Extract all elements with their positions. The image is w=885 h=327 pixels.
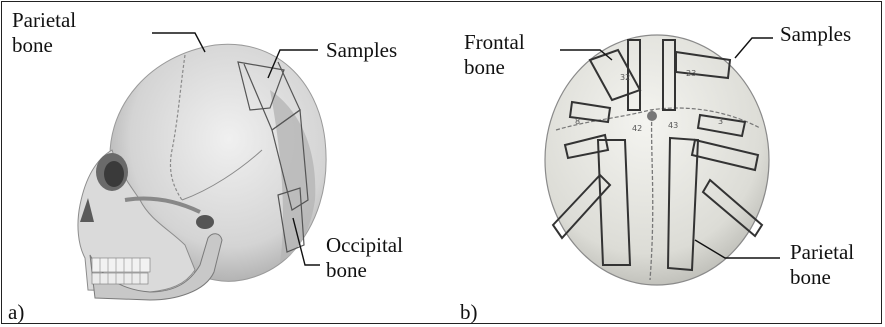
panel-b-letter: b) [460, 300, 478, 325]
parietal-bone-label-a: Parietal bone [12, 8, 76, 58]
samples-label-a: Samples [326, 38, 397, 63]
svg-text:42: 42 [632, 124, 642, 133]
parietal-bone-label-b: Parietal bone [790, 240, 854, 290]
panel-a-letter: a) [8, 300, 24, 325]
samples-label-b: Samples [780, 22, 851, 47]
lateral-skull [78, 44, 326, 300]
superior-skull: 32 23 42 43 8 3 [545, 35, 769, 285]
frontal-bone-label: Frontal bone [464, 30, 525, 80]
svg-text:23: 23 [686, 69, 696, 78]
occipital-bone-label: Occipital bone [326, 233, 403, 283]
svg-text:3: 3 [718, 117, 723, 126]
svg-text:43: 43 [668, 121, 678, 130]
svg-text:32: 32 [620, 73, 630, 82]
svg-text:8: 8 [575, 117, 580, 126]
